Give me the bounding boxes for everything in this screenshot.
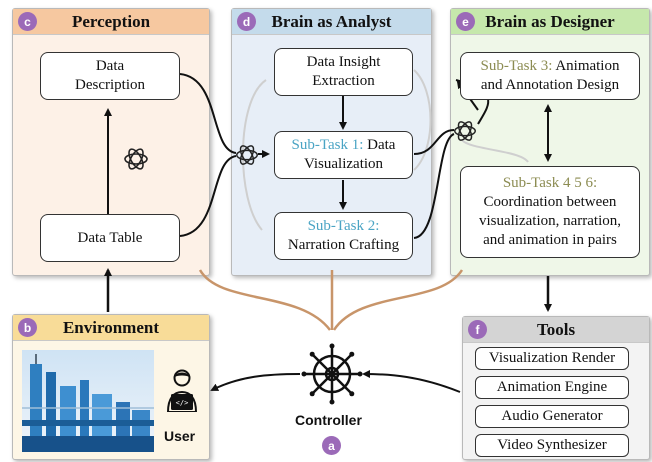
badge-c: c: [18, 12, 37, 31]
insight-line2: Extraction: [312, 73, 375, 89]
tool-audio-generator: Audio Generator: [475, 405, 629, 428]
analyst-title: Brain as Analyst: [271, 11, 392, 31]
environment-header: b Environment: [13, 315, 209, 341]
subtask2-box: Sub-Task 2: Narration Crafting: [274, 212, 413, 260]
insight-extraction-box: Data Insight Extraction: [274, 48, 413, 96]
data-table-box: Data Table: [40, 214, 180, 262]
badge-e: e: [456, 12, 475, 31]
subtask1-rest: Data: [363, 137, 396, 153]
tools-header: f Tools: [463, 317, 649, 343]
user-coder-icon: </>: [166, 369, 198, 412]
tool-visualization-render: Visualization Render: [475, 347, 629, 370]
badge-b: b: [18, 318, 37, 337]
subtask1-line1: Sub-Task 1: Data: [292, 136, 396, 155]
perception-header: c Perception: [13, 9, 209, 35]
subtask1-box: Sub-Task 1: Data Visualization: [274, 131, 413, 179]
perception-title: Perception: [71, 11, 151, 31]
badge-f: f: [468, 320, 487, 339]
insight-line1: Data Insight: [306, 54, 381, 70]
svg-text:</>: </>: [176, 399, 189, 407]
data-description-box: Data Description: [40, 52, 180, 100]
designer-title: Brain as Designer: [485, 11, 615, 31]
ship-wheel-icon: [301, 343, 363, 405]
subtask2-prefix: Sub-Task 2:: [307, 218, 380, 234]
data-description-line2: Description: [75, 77, 145, 93]
subtask456-box: Sub-Task 4 5 6: Coordination between vis…: [460, 166, 640, 258]
subtask456-line3: and animation in pairs: [483, 232, 617, 248]
tools-title: Tools: [536, 319, 576, 339]
openai-logo-icon: [454, 121, 476, 141]
subtask456-prefix: Sub-Task 4 5 6:: [502, 175, 598, 191]
subtask456-line1: Coordination between: [483, 194, 617, 210]
badge-d: d: [237, 12, 256, 31]
subtask3-line1: Sub-Task 3: Animation: [481, 57, 620, 76]
openai-logo-icon: [124, 148, 148, 170]
tool-video-synthesizer: Video Synthesizer: [475, 434, 629, 457]
data-table-label: Data Table: [77, 229, 143, 246]
controller-label: Controller: [295, 412, 362, 428]
subtask456-line2: visualization, narration,: [478, 213, 622, 229]
subtask3-box: Sub-Task 3: Animation and Annotation Des…: [460, 52, 640, 100]
subtask3-prefix: Sub-Task 3:: [480, 58, 553, 74]
environment-title: Environment: [62, 317, 160, 337]
subtask2-line2: Narration Crafting: [287, 237, 400, 253]
data-description-line1: Data: [95, 58, 125, 74]
subtask1-prefix: Sub-Task 1:: [291, 137, 364, 153]
badge-a: a: [322, 436, 341, 455]
subtask3-line2: and Annotation Design: [480, 77, 620, 93]
subtask3-rest: Animation: [552, 58, 620, 74]
tool-animation-engine: Animation Engine: [475, 376, 629, 399]
analyst-header: d Brain as Analyst: [232, 9, 431, 35]
designer-header: e Brain as Designer: [451, 9, 649, 35]
openai-logo-icon: [236, 145, 258, 165]
user-label: User: [164, 428, 196, 444]
subtask1-line2: Visualization: [303, 156, 384, 172]
factory-photo: [22, 350, 154, 452]
